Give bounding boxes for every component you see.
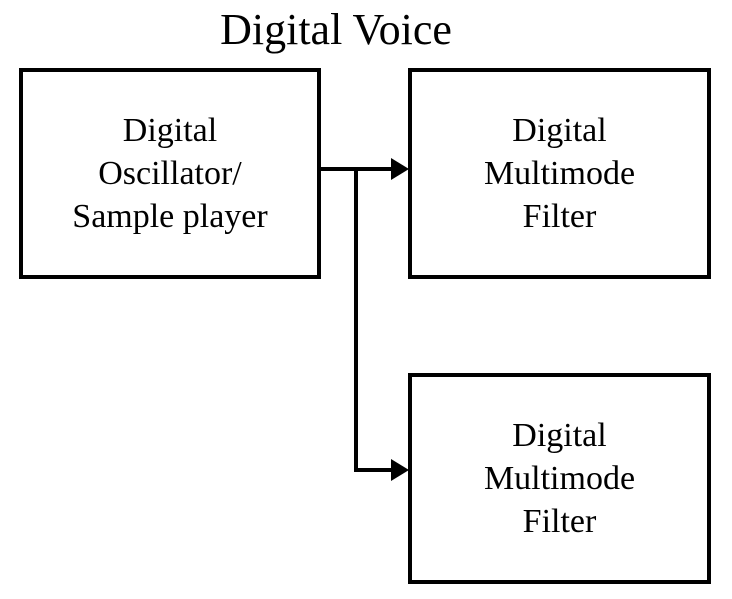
filter-bottom-label-line-3: Filter xyxy=(522,503,597,540)
filter-top-label-line-3: Filter xyxy=(522,198,597,235)
oscillator-label-line-3: Sample player xyxy=(72,198,268,235)
filter-bottom-label-line-2: Multimode xyxy=(483,460,636,497)
arrowhead-bottom xyxy=(391,459,409,481)
oscillator-block: Digital Oscillator/ Sample player xyxy=(19,68,321,279)
oscillator-label-line-2: Oscillator/ xyxy=(98,155,242,192)
diagram-title: Digital Voice xyxy=(220,5,452,54)
filter-top-label-line-2: Multimode xyxy=(483,155,636,192)
connector-osc-to-filter-bottom xyxy=(354,169,392,472)
arrowhead-top xyxy=(391,158,409,180)
filter-block-top: Digital Multimode Filter xyxy=(408,68,711,279)
oscillator-label-line-1: Digital xyxy=(122,112,218,149)
filter-block-bottom: Digital Multimode Filter xyxy=(408,373,711,584)
filter-top-label-line-1: Digital xyxy=(512,112,607,149)
filter-bottom-label-line-1: Digital xyxy=(512,417,607,454)
